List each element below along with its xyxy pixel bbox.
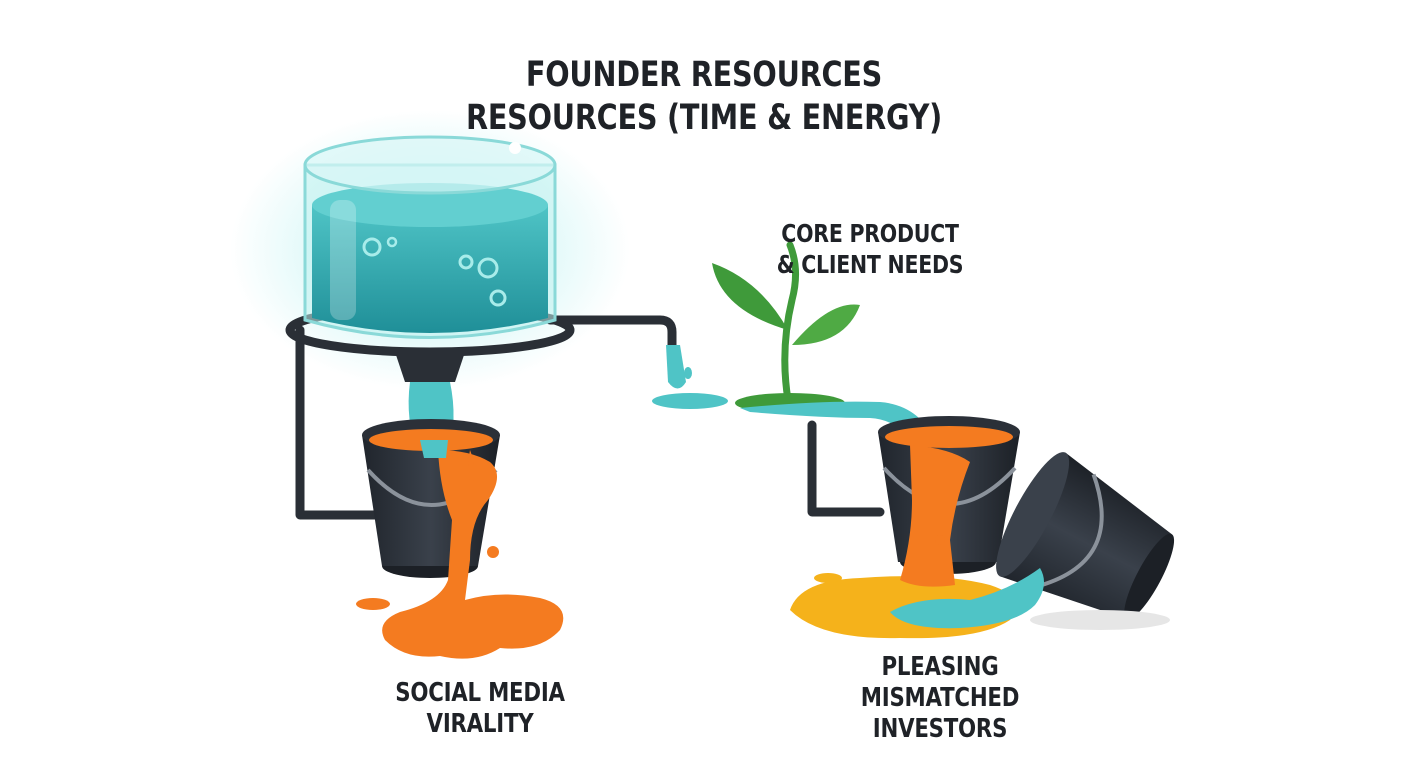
teal-spill-right <box>890 568 1044 629</box>
core-label-line-1: CORE PRODUCT <box>781 219 959 248</box>
label-investors: PLEASING MISMATCHED INVESTORS <box>817 652 1063 745</box>
water-stream-left-lower <box>420 440 448 458</box>
stand-frame <box>295 315 885 520</box>
social-label-line-2: VIRALITY <box>426 709 534 739</box>
investor-label-line-1: PLEASING <box>881 652 999 682</box>
investor-label-line-3: INVESTORS <box>872 714 1008 744</box>
outlet-funnel <box>395 352 465 382</box>
label-social-media: SOCIAL MEDIA VIRALITY <box>357 678 603 740</box>
title-line-2: RESOURCES (TIME & ENERGY) <box>465 98 943 138</box>
label-core-product: CORE PRODUCT & CLIENT NEEDS <box>747 218 993 280</box>
social-label-line-1: SOCIAL MEDIA <box>395 678 565 708</box>
spout-drip <box>652 345 728 409</box>
water-stream-right <box>740 401 935 458</box>
title-line-1: FOUNDER RESOURCES <box>525 55 883 95</box>
reservoir-tank <box>303 135 557 339</box>
investor-label-line-2: MISMATCHED <box>860 683 1020 713</box>
orange-spill-left <box>356 450 564 659</box>
diagram-title: FOUNDER RESOURCES RESOURCES (TIME & ENER… <box>458 54 950 140</box>
shadow-right <box>1030 610 1170 630</box>
core-label-line-2: & CLIENT NEEDS <box>776 250 964 279</box>
